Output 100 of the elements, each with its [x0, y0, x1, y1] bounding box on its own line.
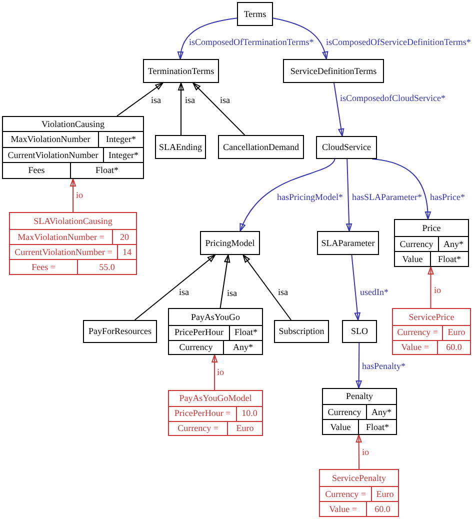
edge-label: isa	[219, 95, 231, 106]
edge-label: isa	[178, 287, 190, 298]
class-name: SLAParameter	[321, 238, 375, 248]
class-box	[237, 2, 273, 26]
class-box	[83, 320, 157, 343]
instance-name: PayAsYouGoModel	[178, 392, 253, 405]
class-table	[322, 388, 397, 435]
arrow	[346, 158, 352, 232]
edge-label: io	[361, 447, 370, 458]
class-table	[168, 308, 263, 355]
class-name: CancellationDemand	[223, 142, 299, 152]
attribute-type: Integer*	[105, 132, 137, 146]
attribute-name: Fees	[3, 163, 71, 178]
class-name: Price	[421, 222, 442, 234]
attribute-type: Float*	[233, 326, 258, 340]
arrow	[351, 254, 360, 320]
class-name: CloudService	[322, 142, 371, 153]
attribute-name: Value	[395, 252, 431, 266]
arrow	[134, 254, 216, 320]
class-box	[317, 231, 379, 255]
attribute-name: PricePerHour	[169, 326, 230, 340]
arrow	[372, 158, 431, 220]
attribute-name: CurrentViolationNumber	[3, 148, 104, 162]
instance-table	[392, 308, 471, 355]
attribute-type: Integer*	[108, 148, 140, 162]
class-box	[342, 320, 377, 343]
edge-label: usedIn*	[359, 287, 390, 298]
attribute-name: Value =	[393, 340, 438, 354]
class-box	[155, 135, 206, 159]
class-name: SLO	[350, 326, 368, 337]
arrow	[356, 434, 362, 470]
class-name: ViolationCausing	[40, 118, 106, 131]
class-table	[2, 116, 144, 179]
attribute-value: 20	[119, 230, 130, 244]
attribute-value: 14	[122, 246, 132, 258]
edge-label: isComposedOfTerminationTerms*	[188, 37, 315, 48]
instance-table	[168, 390, 263, 436]
arrow	[240, 158, 336, 232]
edge-label: isa	[277, 287, 289, 298]
edge-label: io	[75, 190, 84, 201]
attribute-name: Currency =	[169, 422, 228, 435]
class-box	[316, 136, 377, 159]
class-name: PayForResources	[88, 326, 152, 337]
attribute-name: MaxViolationNumber =	[10, 230, 113, 244]
attribute-type: Any*	[442, 238, 464, 251]
attribute-type: Any*	[370, 406, 392, 419]
attribute-value: 60.0	[445, 340, 463, 354]
class-table	[394, 219, 469, 267]
arrow	[356, 342, 362, 388]
edge-label: hasPrice*	[429, 192, 466, 203]
instance-table	[9, 212, 137, 275]
attribute-value: 60.0	[374, 502, 392, 516]
attribute-name: Fees =	[10, 260, 78, 274]
class-name: ServiceDefinitionTerms	[290, 66, 377, 76]
arrow	[178, 82, 184, 136]
edge-label: isa	[226, 288, 238, 299]
class-name: PayAsYouGo	[190, 310, 242, 324]
attribute-name: CurrentViolationNumber =	[10, 245, 118, 259]
class-box	[143, 59, 219, 83]
attribute-name: Value	[323, 420, 359, 434]
edge-label: hasPenalty*	[361, 361, 406, 372]
attribute-name: PricePerHour =	[169, 407, 237, 420]
edge-label: isComposedofCloudService*	[339, 93, 446, 104]
attribute-name: Currency	[169, 340, 224, 354]
attribute-value: 10.0	[240, 407, 258, 420]
instance-name: SLAViolationCausing	[32, 214, 114, 228]
class-name: Subscription	[278, 326, 324, 337]
edge-label: io	[216, 367, 226, 378]
edge-label: io	[433, 285, 442, 296]
edge-label: hasPricingModel*	[276, 192, 344, 203]
arrow	[70, 178, 76, 212]
class-name: SLAEnding	[158, 142, 202, 152]
arrow	[428, 266, 434, 308]
attribute-name: Currency =	[393, 326, 443, 340]
class-box	[218, 135, 304, 159]
attribute-type: Float*	[364, 420, 390, 434]
attribute-value: 55.0	[98, 260, 116, 274]
arrow	[220, 254, 230, 308]
edge-label: isa	[184, 95, 196, 106]
instance-name: ServicePrice	[408, 310, 456, 324]
instance-table	[319, 469, 399, 517]
attribute-value: Euro	[375, 488, 395, 500]
arrow	[272, 18, 328, 60]
arrow	[212, 354, 218, 390]
edge-label: isa	[150, 95, 162, 106]
attribute-value: Euro	[235, 422, 255, 435]
attribute-name: MaxViolationNumber	[3, 132, 99, 147]
instance-name: ServicePenalty	[331, 472, 387, 485]
attribute-type: Any*	[232, 340, 254, 354]
attribute-type: Float*	[436, 252, 462, 266]
edge-label: hasSLAParameter*	[351, 192, 423, 203]
attribute-name: Value =	[320, 502, 367, 516]
attribute-type: Float*	[94, 164, 120, 178]
arrow	[192, 82, 246, 136]
class-box	[283, 59, 384, 83]
arrow	[178, 18, 238, 60]
arrow	[334, 82, 344, 136]
attribute-name: Currency	[395, 237, 439, 251]
class-box	[200, 231, 260, 255]
attribute-name: Currency =	[320, 487, 372, 501]
